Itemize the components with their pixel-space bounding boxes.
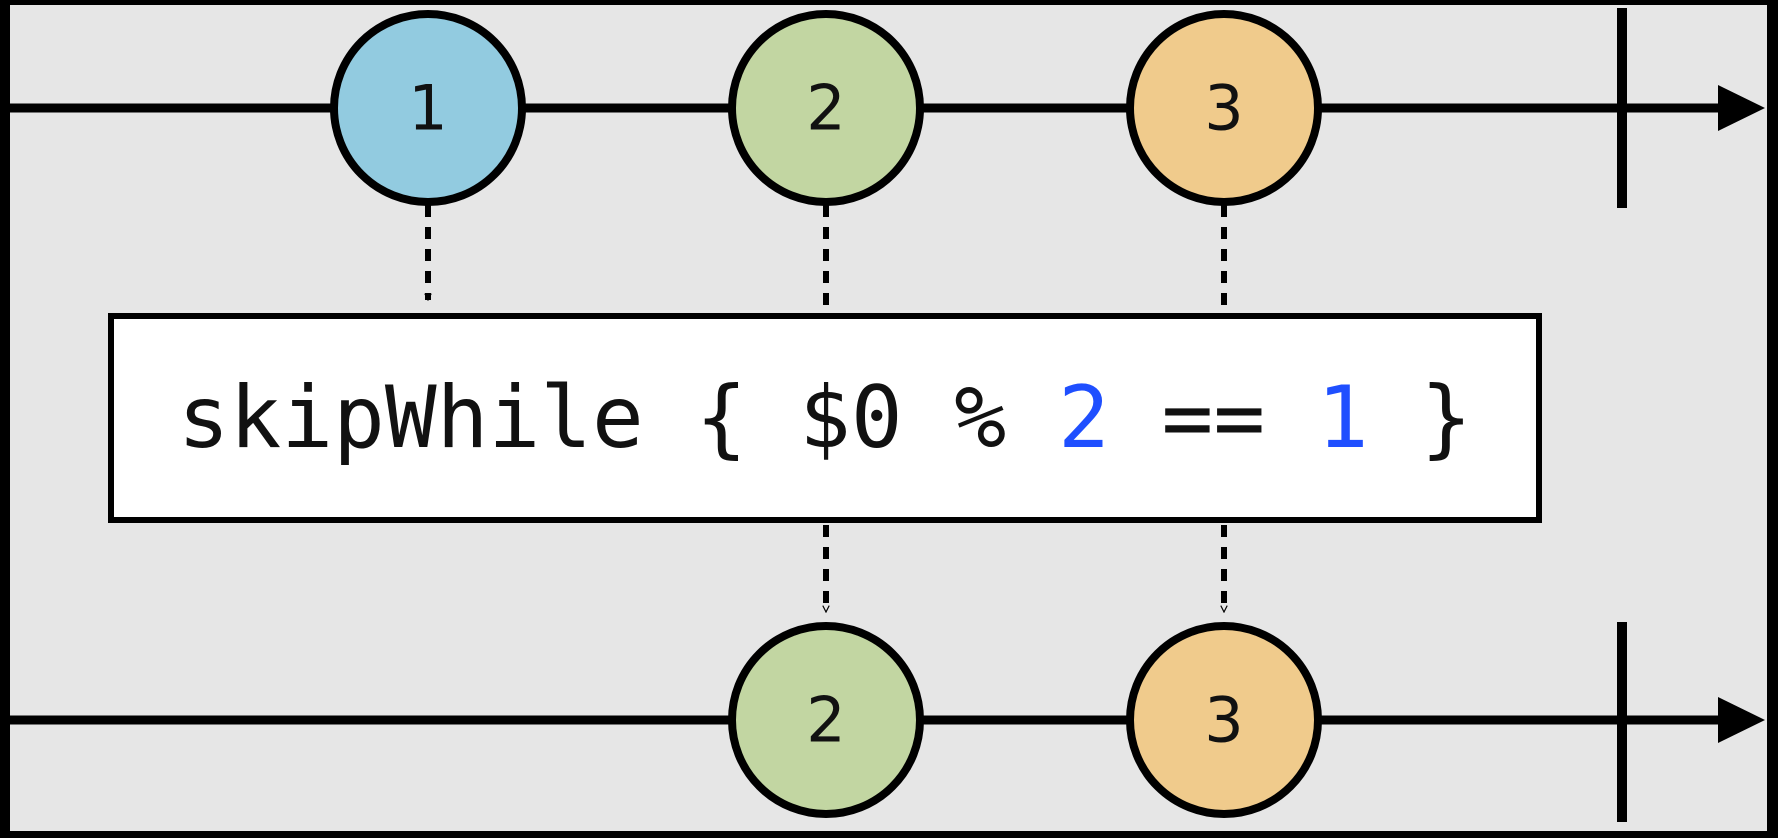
operator-box: skipWhile { $0 % 2 == 1 } [108,313,1542,523]
output-marble-2: 2 [728,622,924,818]
input-marble-3: 3 [1126,10,1322,206]
operator-code-part-3: == [1110,368,1317,468]
output-marble-3-label: 3 [1204,684,1243,757]
input-marble-1-circle [330,10,526,206]
output-marble-2-label: 2 [806,684,845,757]
input-marble-3-label: 3 [1204,72,1243,145]
input-marble-2: 2 [728,10,924,206]
operator-box-frame [108,313,1542,523]
input-marble-2-label: 2 [806,72,845,145]
operator-code-part-5: } [1369,368,1473,468]
output-timeline-arrowhead [1718,697,1765,743]
operator-code-literal-1: 1 [1317,368,1369,468]
operator-code: skipWhile { $0 % 2 == 1 } [178,368,1472,468]
input-marble-1: 1 [330,10,526,206]
connectors [428,205,1224,612]
input-marble-2-circle [728,10,924,206]
output-marble-3: 3 [1126,622,1322,818]
operator-code-part-1: skipWhile { $0 % [178,368,1058,468]
output-marbles: 2 3 [728,622,1322,818]
output-marble-3-circle [1126,622,1322,818]
input-marble-3-circle [1126,10,1322,206]
input-marbles: 1 2 3 [330,10,1322,206]
input-timeline-arrowhead [1718,85,1765,131]
output-marble-2-circle [728,622,924,818]
operator-code-literal-2: 2 [1058,368,1110,468]
input-marble-1-label: 1 [408,72,447,145]
